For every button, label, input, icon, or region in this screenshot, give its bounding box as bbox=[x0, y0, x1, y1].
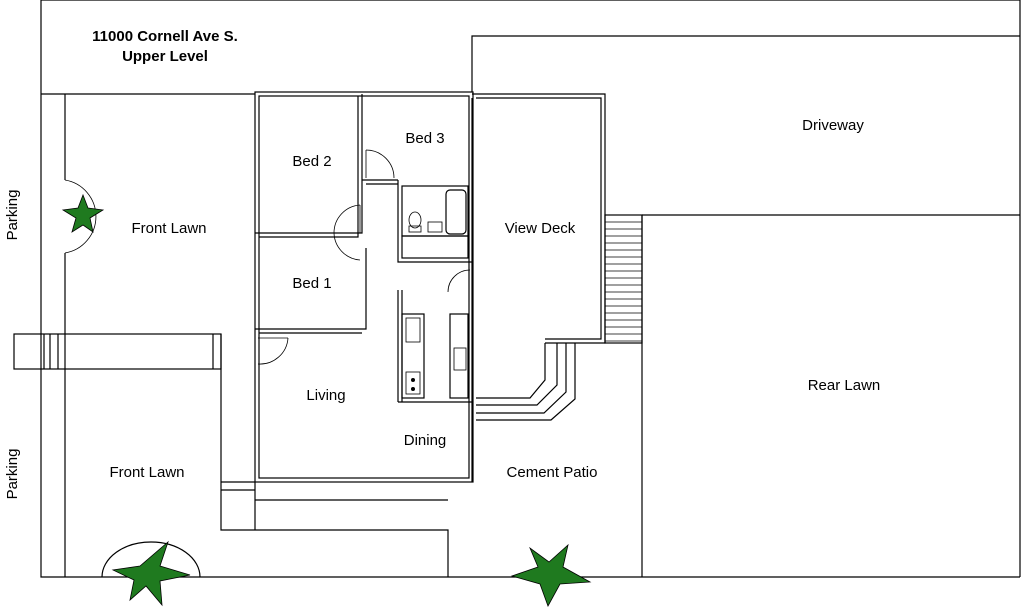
view-deck-outline bbox=[471, 93, 606, 482]
bedroom-walls bbox=[255, 94, 472, 403]
dining-label: Dining bbox=[404, 432, 447, 449]
tree-icon bbox=[510, 543, 592, 607]
bed2-label: Bed 2 bbox=[292, 153, 331, 170]
driveway-label: Driveway bbox=[802, 117, 864, 134]
toilet-icon bbox=[408, 211, 422, 229]
front-walkway bbox=[13, 333, 449, 577]
level-title: Upper Level bbox=[122, 48, 208, 65]
front-lawn-lower-label: Front Lawn bbox=[109, 464, 184, 481]
rear-lawn-label: Rear Lawn bbox=[808, 377, 881, 394]
kitchen bbox=[401, 313, 469, 399]
house-walls bbox=[254, 91, 474, 483]
view-deck-label: View Deck bbox=[505, 220, 576, 237]
bathtub-icon bbox=[445, 189, 467, 235]
parking-upper-label: Parking bbox=[4, 190, 21, 241]
bathroom bbox=[401, 185, 469, 259]
deck-stairs bbox=[604, 214, 643, 344]
address-title: 11000 Cornell Ave S. bbox=[92, 28, 238, 45]
tree-icon bbox=[61, 193, 105, 233]
bed3-label: Bed 3 bbox=[405, 130, 444, 147]
bed1-label: Bed 1 bbox=[292, 275, 331, 292]
tree-icon bbox=[111, 540, 191, 607]
stove-icon bbox=[405, 371, 421, 395]
trees bbox=[61, 193, 592, 607]
site-boundary bbox=[40, 0, 1021, 578]
sink-icon bbox=[453, 347, 467, 371]
doors bbox=[64, 149, 471, 365]
parking-lower-label: Parking bbox=[4, 449, 21, 500]
front-lawn-upper-label: Front Lawn bbox=[131, 220, 206, 237]
driveway-area bbox=[471, 35, 1020, 577]
sink-icon bbox=[427, 221, 443, 233]
living-label: Living bbox=[306, 387, 345, 404]
cement-patio-label: Cement Patio bbox=[507, 464, 598, 481]
